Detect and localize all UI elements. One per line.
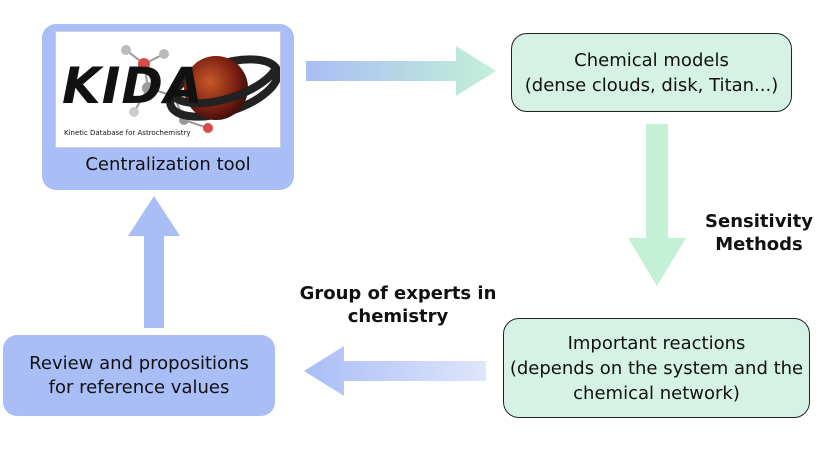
chemical-models-detail: (dense clouds, disk, Titan...) [524, 74, 779, 96]
arrow-reactions-to-review [304, 346, 486, 396]
important-reactions-box: Important reactions (depends on the syst… [503, 318, 810, 418]
arrow-kida-to-models [306, 46, 496, 96]
centralization-tool-box: KIDA Kinetic Database for Astrochemistry… [42, 24, 294, 190]
chemical-models-box: Chemical models (dense clouds, disk, Tit… [511, 33, 792, 112]
important-reactions-title: Important reactions [567, 332, 746, 354]
review-title: Review and propositions [29, 352, 249, 374]
arrow-models-to-reactions [628, 124, 686, 286]
chemical-models-title: Chemical models [574, 49, 729, 71]
important-reactions-detail-2: chemical network) [573, 382, 740, 404]
experts-label: Group of experts in chemistry [299, 283, 497, 327]
review-box: Review and propositions for reference va… [3, 335, 275, 416]
kida-tagline: Kinetic Database for Astrochemistry [64, 129, 191, 137]
arrow-review-to-kida [128, 196, 180, 328]
sensitivity-methods-label: Sensitivity Methods [705, 211, 813, 255]
important-reactions-detail-1: (depends on the system and the [509, 357, 804, 379]
centralization-tool-label: Centralization tool [85, 154, 251, 175]
kida-wordmark: KIDA [62, 57, 204, 115]
kida-logo-graphic [121, 45, 282, 133]
kida-logo: KIDA Kinetic Database for Astrochemistry [55, 31, 282, 148]
review-detail: for reference values [48, 376, 230, 398]
